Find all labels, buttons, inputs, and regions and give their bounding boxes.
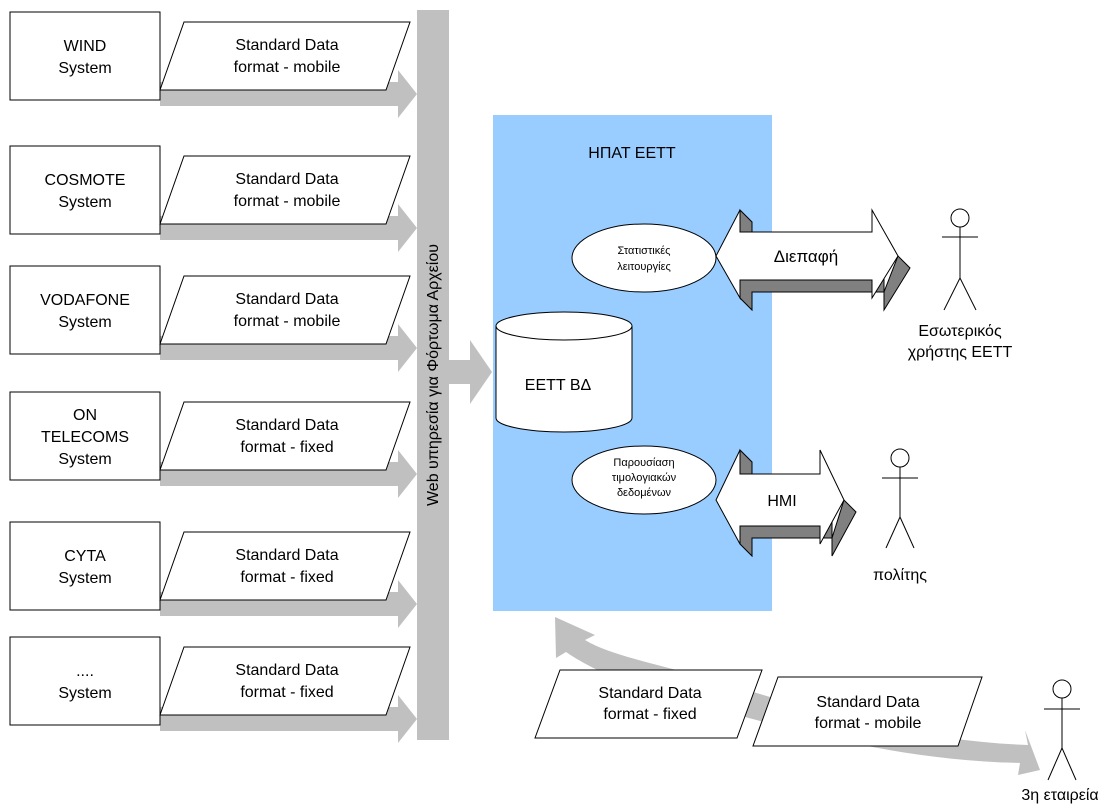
system-label: System: [58, 60, 111, 77]
system-label: System: [58, 570, 111, 587]
interface-label: Διεπαφή: [774, 247, 839, 266]
bottom-format-mobile-line1: Standard Data: [816, 694, 919, 711]
presentation-line2: τιμολογιακών: [612, 472, 677, 484]
data-format-label: Standard Data: [235, 547, 338, 564]
web-service-to-panel-arrow: [449, 340, 492, 404]
system-label: CYTA: [64, 548, 106, 565]
data-format-label: format - fixed: [240, 684, 333, 701]
data-format-shape: [159, 275, 411, 345]
data-format-shape: [159, 531, 411, 601]
third-company-icon: [1044, 679, 1080, 781]
bottom-format-mobile-shape: [752, 676, 983, 747]
third-company-label: 3η εταιρεία: [1021, 787, 1098, 804]
data-format-label: Standard Data: [235, 662, 338, 679]
system-label: System: [58, 314, 111, 331]
hmi-double-arrow: [715, 448, 857, 558]
internal-user-line2: χρήστης ΕΕΤΤ: [908, 344, 1013, 361]
data-format-label: Standard Data: [235, 417, 338, 434]
bottom-format-fixed-line1: Standard Data: [598, 685, 701, 702]
system-label: ON: [73, 407, 97, 424]
data-format-shape: [159, 21, 411, 91]
system-label: System: [58, 685, 111, 702]
system-label: COSMOTE: [45, 172, 126, 189]
data-format-shape: [159, 401, 411, 471]
system-box: [9, 11, 161, 101]
stats-line1: Στατιστικές: [618, 245, 671, 257]
bottom-format-fixed-shape: [534, 669, 763, 739]
hpat-title: ΗΠΑΤ ΕΕΤΤ: [588, 145, 676, 162]
presentation-ellipse: [571, 445, 717, 515]
internal-user-icon: [942, 208, 978, 311]
data-format-shape: [159, 155, 411, 225]
citizen-icon: [882, 448, 918, 549]
data-format-label: format - mobile: [234, 193, 341, 210]
interface-double-arrow: [715, 208, 911, 312]
data-format-label: Standard Data: [235, 291, 338, 308]
data-format-label: Standard Data: [235, 37, 338, 54]
internal-user-line1: Εσωτερικός: [918, 323, 1002, 340]
system-label: ....: [76, 663, 94, 680]
system-box: [9, 521, 161, 611]
bottom-format-mobile-line2: format - mobile: [815, 715, 922, 732]
hmi-label: HMI: [767, 493, 796, 510]
data-format-label: format - fixed: [240, 439, 333, 456]
system-label: TELECOMS: [41, 429, 129, 446]
data-format-label: format - mobile: [234, 59, 341, 76]
system-box: [9, 391, 161, 481]
system-label: System: [58, 451, 111, 468]
bottom-format-fixed-line2: format - fixed: [603, 706, 696, 723]
presentation-line1: Παρουσίαση: [613, 457, 674, 469]
database-cylinder: [495, 311, 633, 433]
system-box: [9, 145, 161, 235]
web-service-label: Web υπηρεσία για Φόρτωμα Αρχείου: [425, 244, 442, 506]
data-format-label: format - mobile: [234, 313, 341, 330]
presentation-line3: δεδομένων: [617, 487, 672, 499]
database-label: ΕΕΤΤ ΒΔ: [525, 377, 592, 394]
data-format-shape: [159, 646, 411, 716]
citizen-label: πολίτης: [873, 567, 927, 584]
data-format-label: Standard Data: [235, 171, 338, 188]
system-box: [9, 265, 161, 355]
stats-ellipse: [571, 223, 717, 293]
stats-line2: λειτουργίες: [617, 261, 671, 273]
web-service-bar: [417, 10, 449, 740]
system-label: WIND: [64, 38, 107, 55]
system-label: System: [58, 194, 111, 211]
system-label: VODAFONE: [40, 292, 130, 309]
data-format-label: format - fixed: [240, 569, 333, 586]
system-box: [9, 636, 161, 726]
